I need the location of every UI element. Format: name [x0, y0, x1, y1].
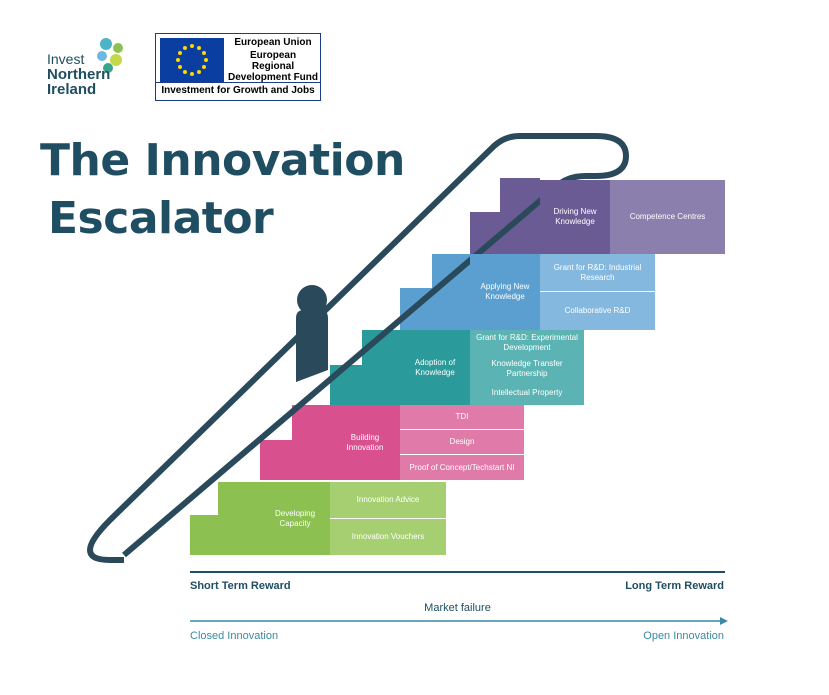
item-competence-centres: Competence Centres: [610, 180, 725, 254]
logo-ireland: Ireland: [47, 81, 97, 98]
step-group-pink: [260, 405, 330, 480]
step-adoption-of-knowledge: Adoption of Knowledge: [400, 330, 470, 405]
logo-northern: Northern: [47, 66, 111, 83]
eu-line1: European Union: [234, 37, 312, 48]
title-line2: Escalator: [48, 193, 274, 244]
axis-top-line: [190, 571, 725, 573]
item-innovation-advice: Innovation Advice: [330, 482, 446, 519]
handrail: [87, 133, 629, 563]
item-intellectual-property: Intellectual Property: [470, 381, 584, 405]
item-knowledge-transfer: Knowledge Transfer Partnership: [470, 356, 584, 381]
long-term-reward-label: Long Term Reward: [625, 580, 724, 592]
market-failure-label: Market failure: [424, 602, 491, 614]
title-line1: The Innovation: [40, 135, 405, 186]
item-grant-rd-industrial: Grant for R&D: Industrial Research: [540, 254, 655, 292]
page-title: The Innovation Escalator: [40, 132, 420, 248]
eu-logo: European Union European Regional Develop…: [155, 33, 321, 101]
invest-ni-flower-icon: [97, 38, 123, 73]
step-building-innovation: Building Innovation: [330, 405, 400, 480]
eu-logo-text: European Union European Regional Develop…: [228, 37, 318, 83]
item-innovation-vouchers: Innovation Vouchers: [330, 519, 446, 555]
open-innovation-label: Open Innovation: [643, 630, 724, 642]
step-group-blue: [400, 254, 470, 330]
step-developing-capacity: Developing Capacity: [260, 482, 330, 555]
market-failure-arrow-icon: [190, 617, 728, 625]
eu-bottom-text: Investment for Growth and Jobs: [156, 82, 320, 100]
invest-ni-logo-text: Invest Northern Ireland: [47, 51, 111, 98]
item-collaborative-rd: Collaborative R&D: [540, 292, 655, 330]
step-applying-new-knowledge: Applying New Knowledge: [470, 254, 540, 330]
short-term-reward-label: Short Term Reward: [190, 580, 291, 592]
item-grant-rd-experimental: Grant for R&D: Experimental Development: [470, 330, 584, 356]
closed-innovation-label: Closed Innovation: [190, 630, 279, 642]
step-group-purple: [470, 178, 540, 254]
item-design: Design: [400, 430, 524, 455]
item-tdi: TDI: [400, 405, 524, 430]
logo-invest: Invest: [47, 51, 85, 67]
eu-flag-icon: [160, 38, 224, 82]
step-driving-new-knowledge: Driving New Knowledge: [540, 180, 610, 254]
item-proof-of-concept: Proof of Concept/Techstart NI: [400, 455, 524, 480]
eu-line2: European Regional Development Fund: [228, 50, 319, 83]
